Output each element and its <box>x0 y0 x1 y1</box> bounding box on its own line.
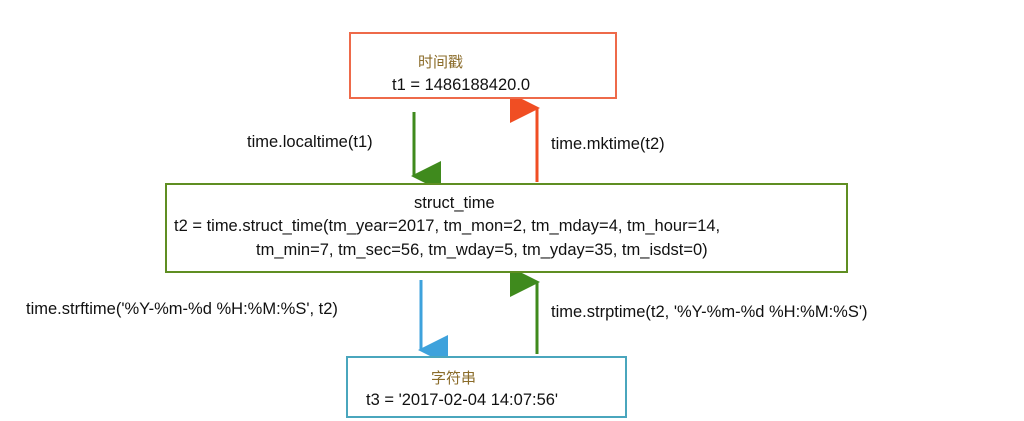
strftime-label: time.strftime('%Y-%m-%d %H:%M:%S', t2) <box>26 300 338 318</box>
string-title: 字符串 <box>431 369 477 387</box>
struct-time-line2: tm_min=7, tm_sec=56, tm_wday=5, tm_yday=… <box>256 241 708 259</box>
timestamp-box <box>349 32 617 99</box>
strptime-label: time.strptime(t2, '%Y-%m-%d %H:%M:%S') <box>551 303 868 321</box>
timestamp-value: t1 = 1486188420.0 <box>392 76 531 94</box>
mktime-label: time.mktime(t2) <box>551 135 665 153</box>
string-value: t3 = '2017-02-04 14:07:56' <box>366 391 559 409</box>
timestamp-title: 时间戳 <box>418 53 464 71</box>
struct-time-line1: t2 = time.struct_time(tm_year=2017, tm_m… <box>174 217 721 235</box>
string-box <box>346 356 627 418</box>
struct-time-box <box>165 183 848 273</box>
struct-time-title: struct_time <box>414 194 495 212</box>
localtime-label: time.localtime(t1) <box>247 133 373 151</box>
